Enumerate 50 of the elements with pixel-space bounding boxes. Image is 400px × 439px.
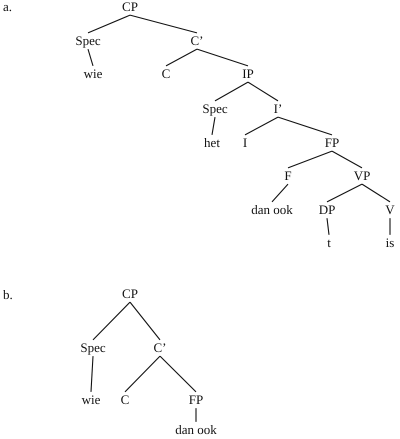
tree-node-label: CP <box>122 0 138 14</box>
tree-branch <box>288 150 332 168</box>
tree-node-label: F <box>284 168 292 184</box>
tree-node-label: FP <box>324 136 340 150</box>
tree-node-label: Spec <box>80 340 106 356</box>
tree-branch <box>92 302 130 340</box>
tree-branch <box>88 14 130 34</box>
tree-branch <box>196 48 248 66</box>
tree-branch <box>130 302 160 340</box>
panel-label: b. <box>3 288 13 302</box>
tree-branch <box>195 408 197 422</box>
tree-branch <box>214 82 248 102</box>
tree-branch <box>326 184 362 202</box>
tree-node-label: Spec <box>75 34 101 48</box>
tree-branch <box>166 48 198 66</box>
tree-branch <box>90 356 94 392</box>
tree-node-label: V <box>385 202 395 218</box>
tree-node-label: I’ <box>274 102 282 116</box>
tree-branch <box>278 116 332 136</box>
tree-node-label: FP <box>188 392 204 408</box>
tree-node-label: C <box>162 66 170 82</box>
tree-branch <box>326 218 330 235</box>
tree-node-label: VP <box>354 168 370 184</box>
tree-branch <box>87 49 94 66</box>
tree-node-label: dan ook <box>175 422 217 438</box>
tree-node-label: dan ook <box>251 202 293 218</box>
tree-branch <box>389 218 391 235</box>
panel-label: a. <box>3 0 12 14</box>
tree-node-label: CP <box>122 286 138 302</box>
tree-node-label: t <box>327 236 331 250</box>
tree-node-label: het <box>204 136 220 150</box>
tree-branch <box>160 356 196 392</box>
tree-node-label: Spec <box>202 102 228 116</box>
tree-branch <box>272 184 288 202</box>
tree-branch <box>362 184 390 202</box>
tree-node-label: wie <box>84 66 102 82</box>
tree-node-label: C’ <box>190 34 204 48</box>
tree-branch <box>248 82 278 102</box>
tree-branch <box>332 150 362 168</box>
tree-node-label: is <box>386 236 394 250</box>
tree-node-label: IP <box>242 66 254 82</box>
tree-branch <box>244 116 278 136</box>
tree-node-label: C’ <box>154 340 166 356</box>
tree-branch <box>130 14 198 34</box>
tree-node-label: I <box>242 136 248 150</box>
tree-node-label: wie <box>82 392 100 408</box>
tree-node-label: DP <box>318 202 336 218</box>
tree-branch <box>211 117 216 135</box>
tree-branch <box>124 356 160 392</box>
tree-node-label: C <box>120 392 130 408</box>
